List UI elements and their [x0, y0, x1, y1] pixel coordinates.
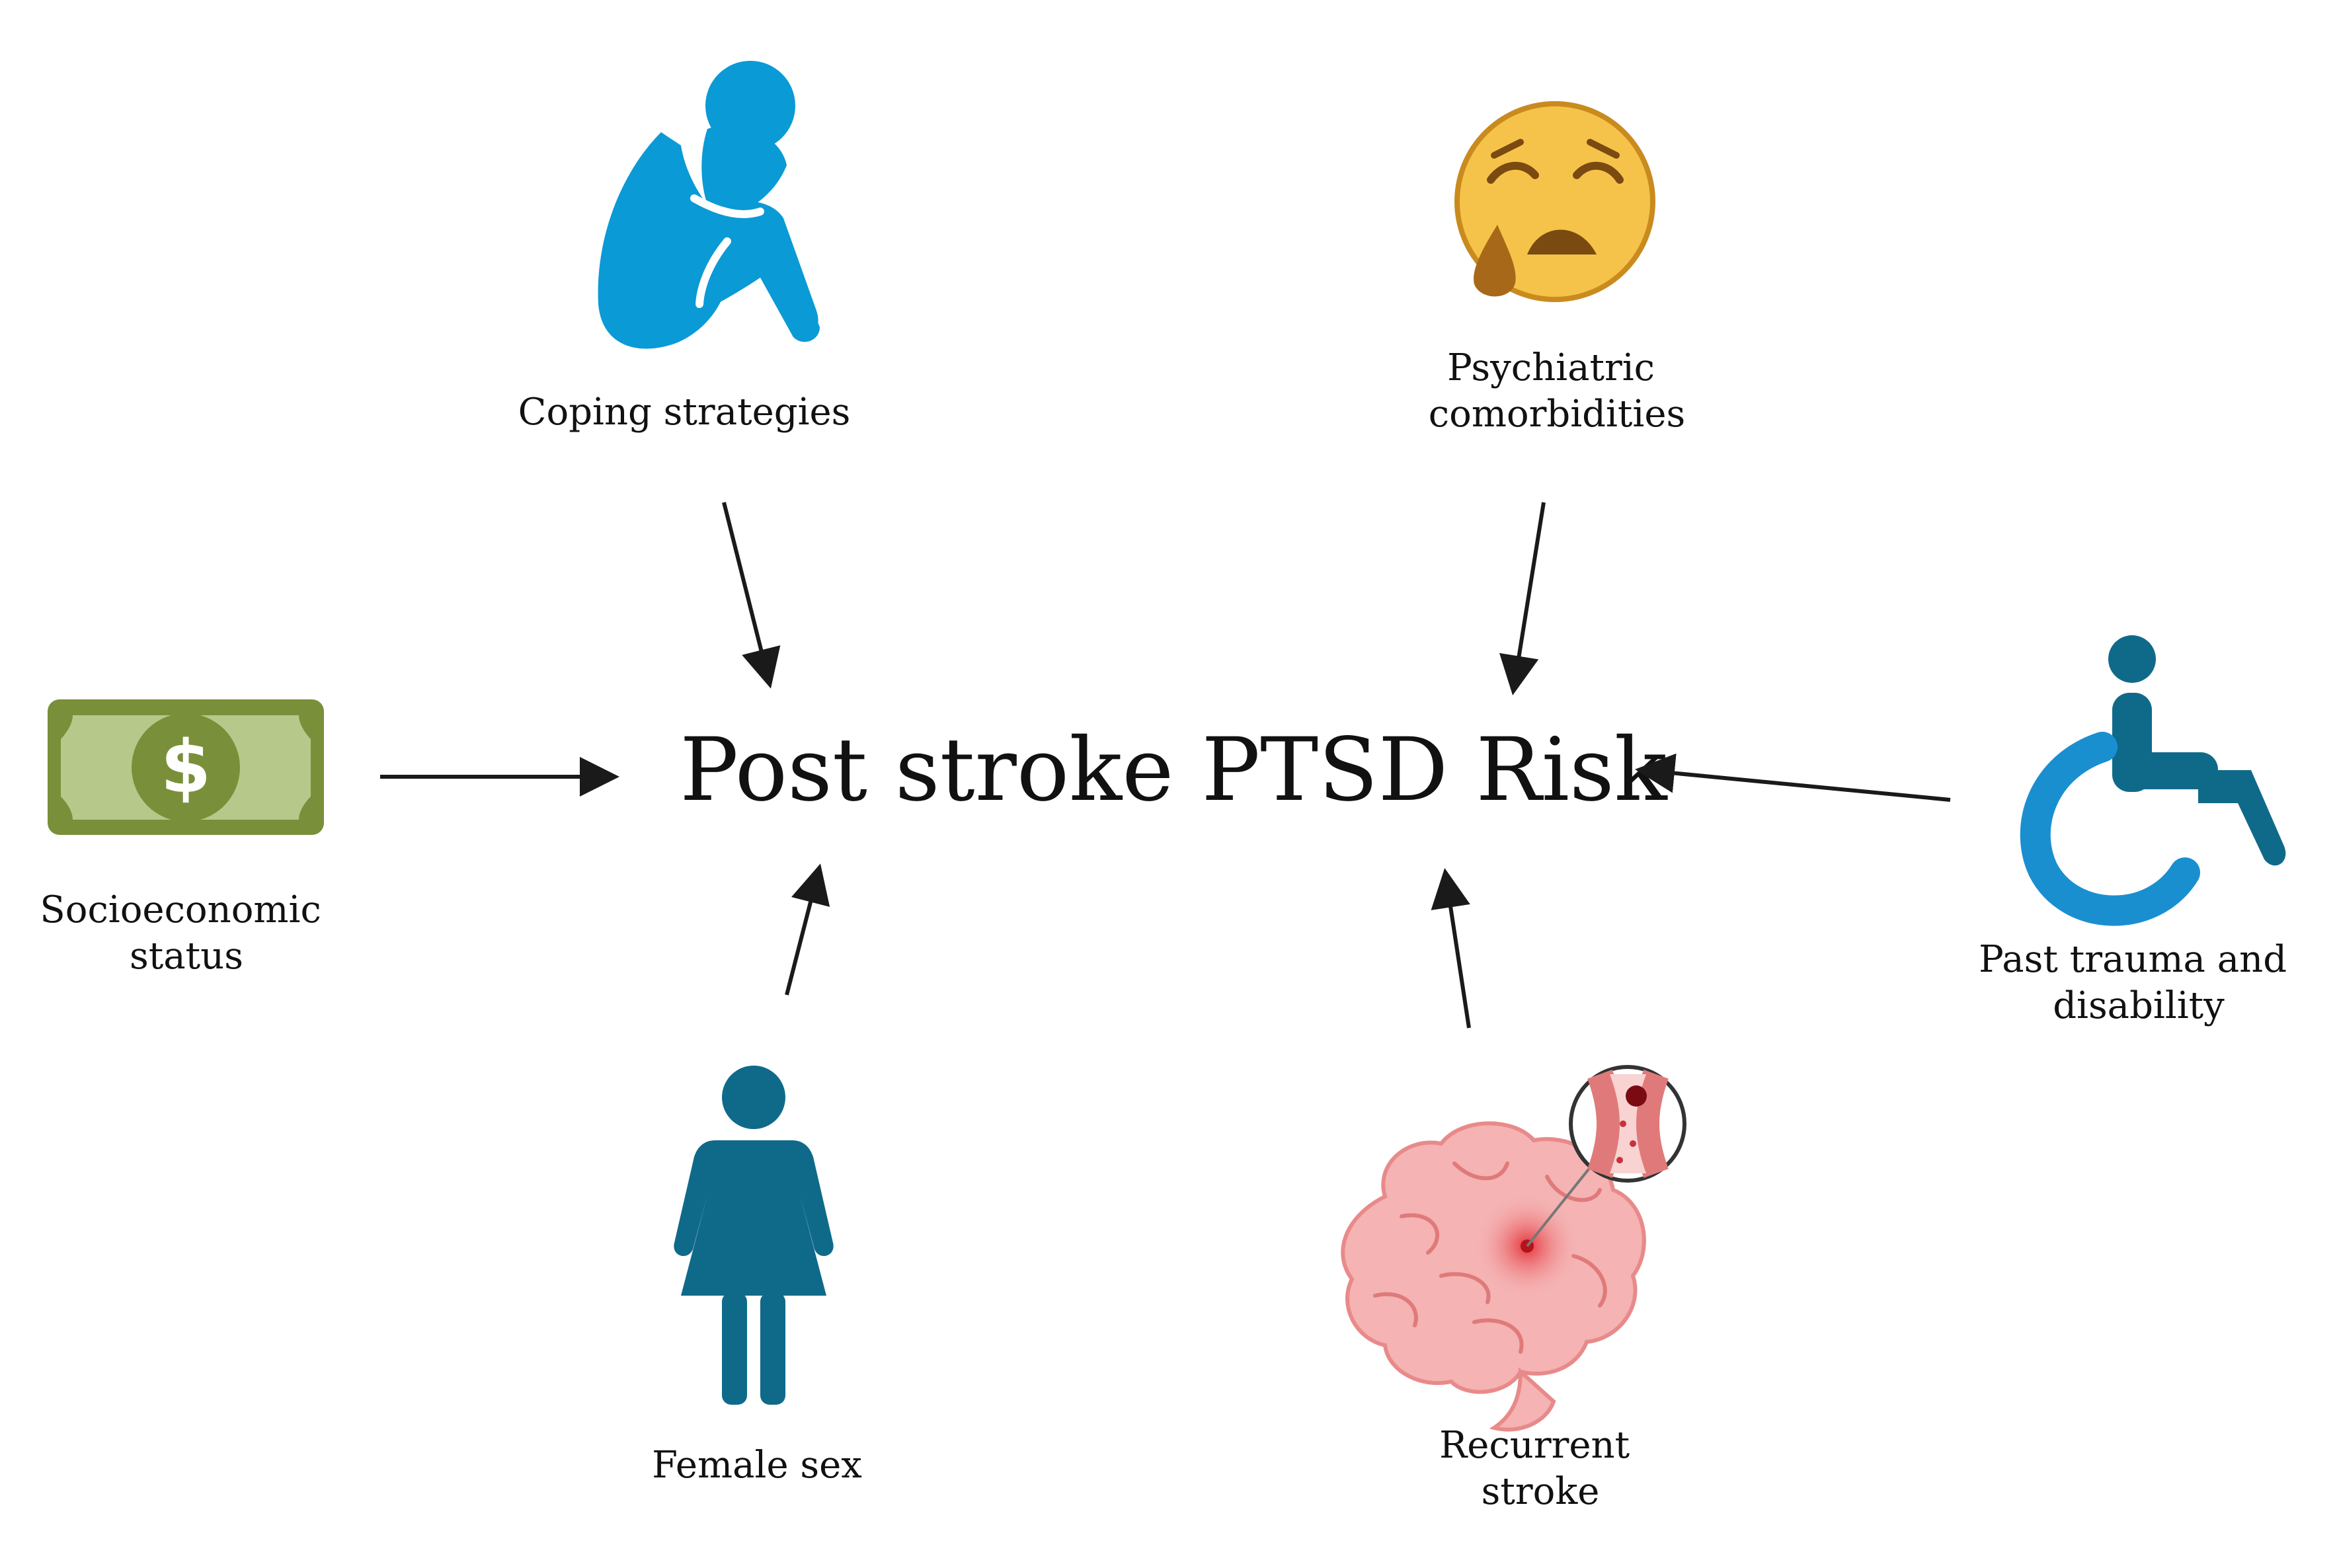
- person-hugging-knees-icon: [598, 61, 820, 349]
- psychiatric-label: Psychiatric comorbidities: [1429, 346, 1685, 436]
- female-label-line: Female sex: [652, 1444, 862, 1487]
- coping-label: Coping strategies: [518, 391, 851, 434]
- arrow-female: [785, 863, 830, 996]
- psychiatric-label-line-2: comorbidities: [1429, 393, 1685, 436]
- socioeconomic-label: Socioeconomic status: [40, 888, 333, 978]
- arrows: [380, 502, 1951, 1029]
- dollar-bill-icon: $: [48, 699, 324, 835]
- arrow-stroke: [1431, 868, 1471, 1029]
- arrow-coping: [722, 502, 781, 689]
- female-figure-icon: [674, 1066, 834, 1405]
- psychiatric-label-line-1: Psychiatric: [1447, 346, 1655, 389]
- coping-label-line: Coping strategies: [518, 391, 851, 434]
- stroke-label-line-1: Recurrent: [1439, 1424, 1630, 1467]
- brain-clot-icon: [1341, 1065, 1686, 1432]
- socioeconomic-label-line-1: Socioeconomic: [40, 888, 321, 931]
- trauma-label-line-2: disability: [2053, 984, 2225, 1027]
- stroke-label-line-2: stroke: [1482, 1470, 1600, 1513]
- socioeconomic-label-line-2: status: [130, 935, 243, 978]
- trauma-label-line-1: Past trauma and: [1979, 938, 2287, 981]
- female-label: Female sex: [652, 1444, 862, 1487]
- arrow-trauma: [1635, 753, 1951, 802]
- center-title: Post stroke PTSD Risk: [680, 719, 1668, 821]
- trauma-label: Past trauma and disability: [1979, 938, 2299, 1027]
- stroke-label: Recurrent stroke: [1439, 1424, 1642, 1513]
- sad-crying-face-icon: [1454, 101, 1655, 302]
- arrow-psychiatric: [1499, 502, 1546, 695]
- wheelchair-icon: [2020, 635, 2286, 926]
- dollar-sign: $: [161, 725, 212, 809]
